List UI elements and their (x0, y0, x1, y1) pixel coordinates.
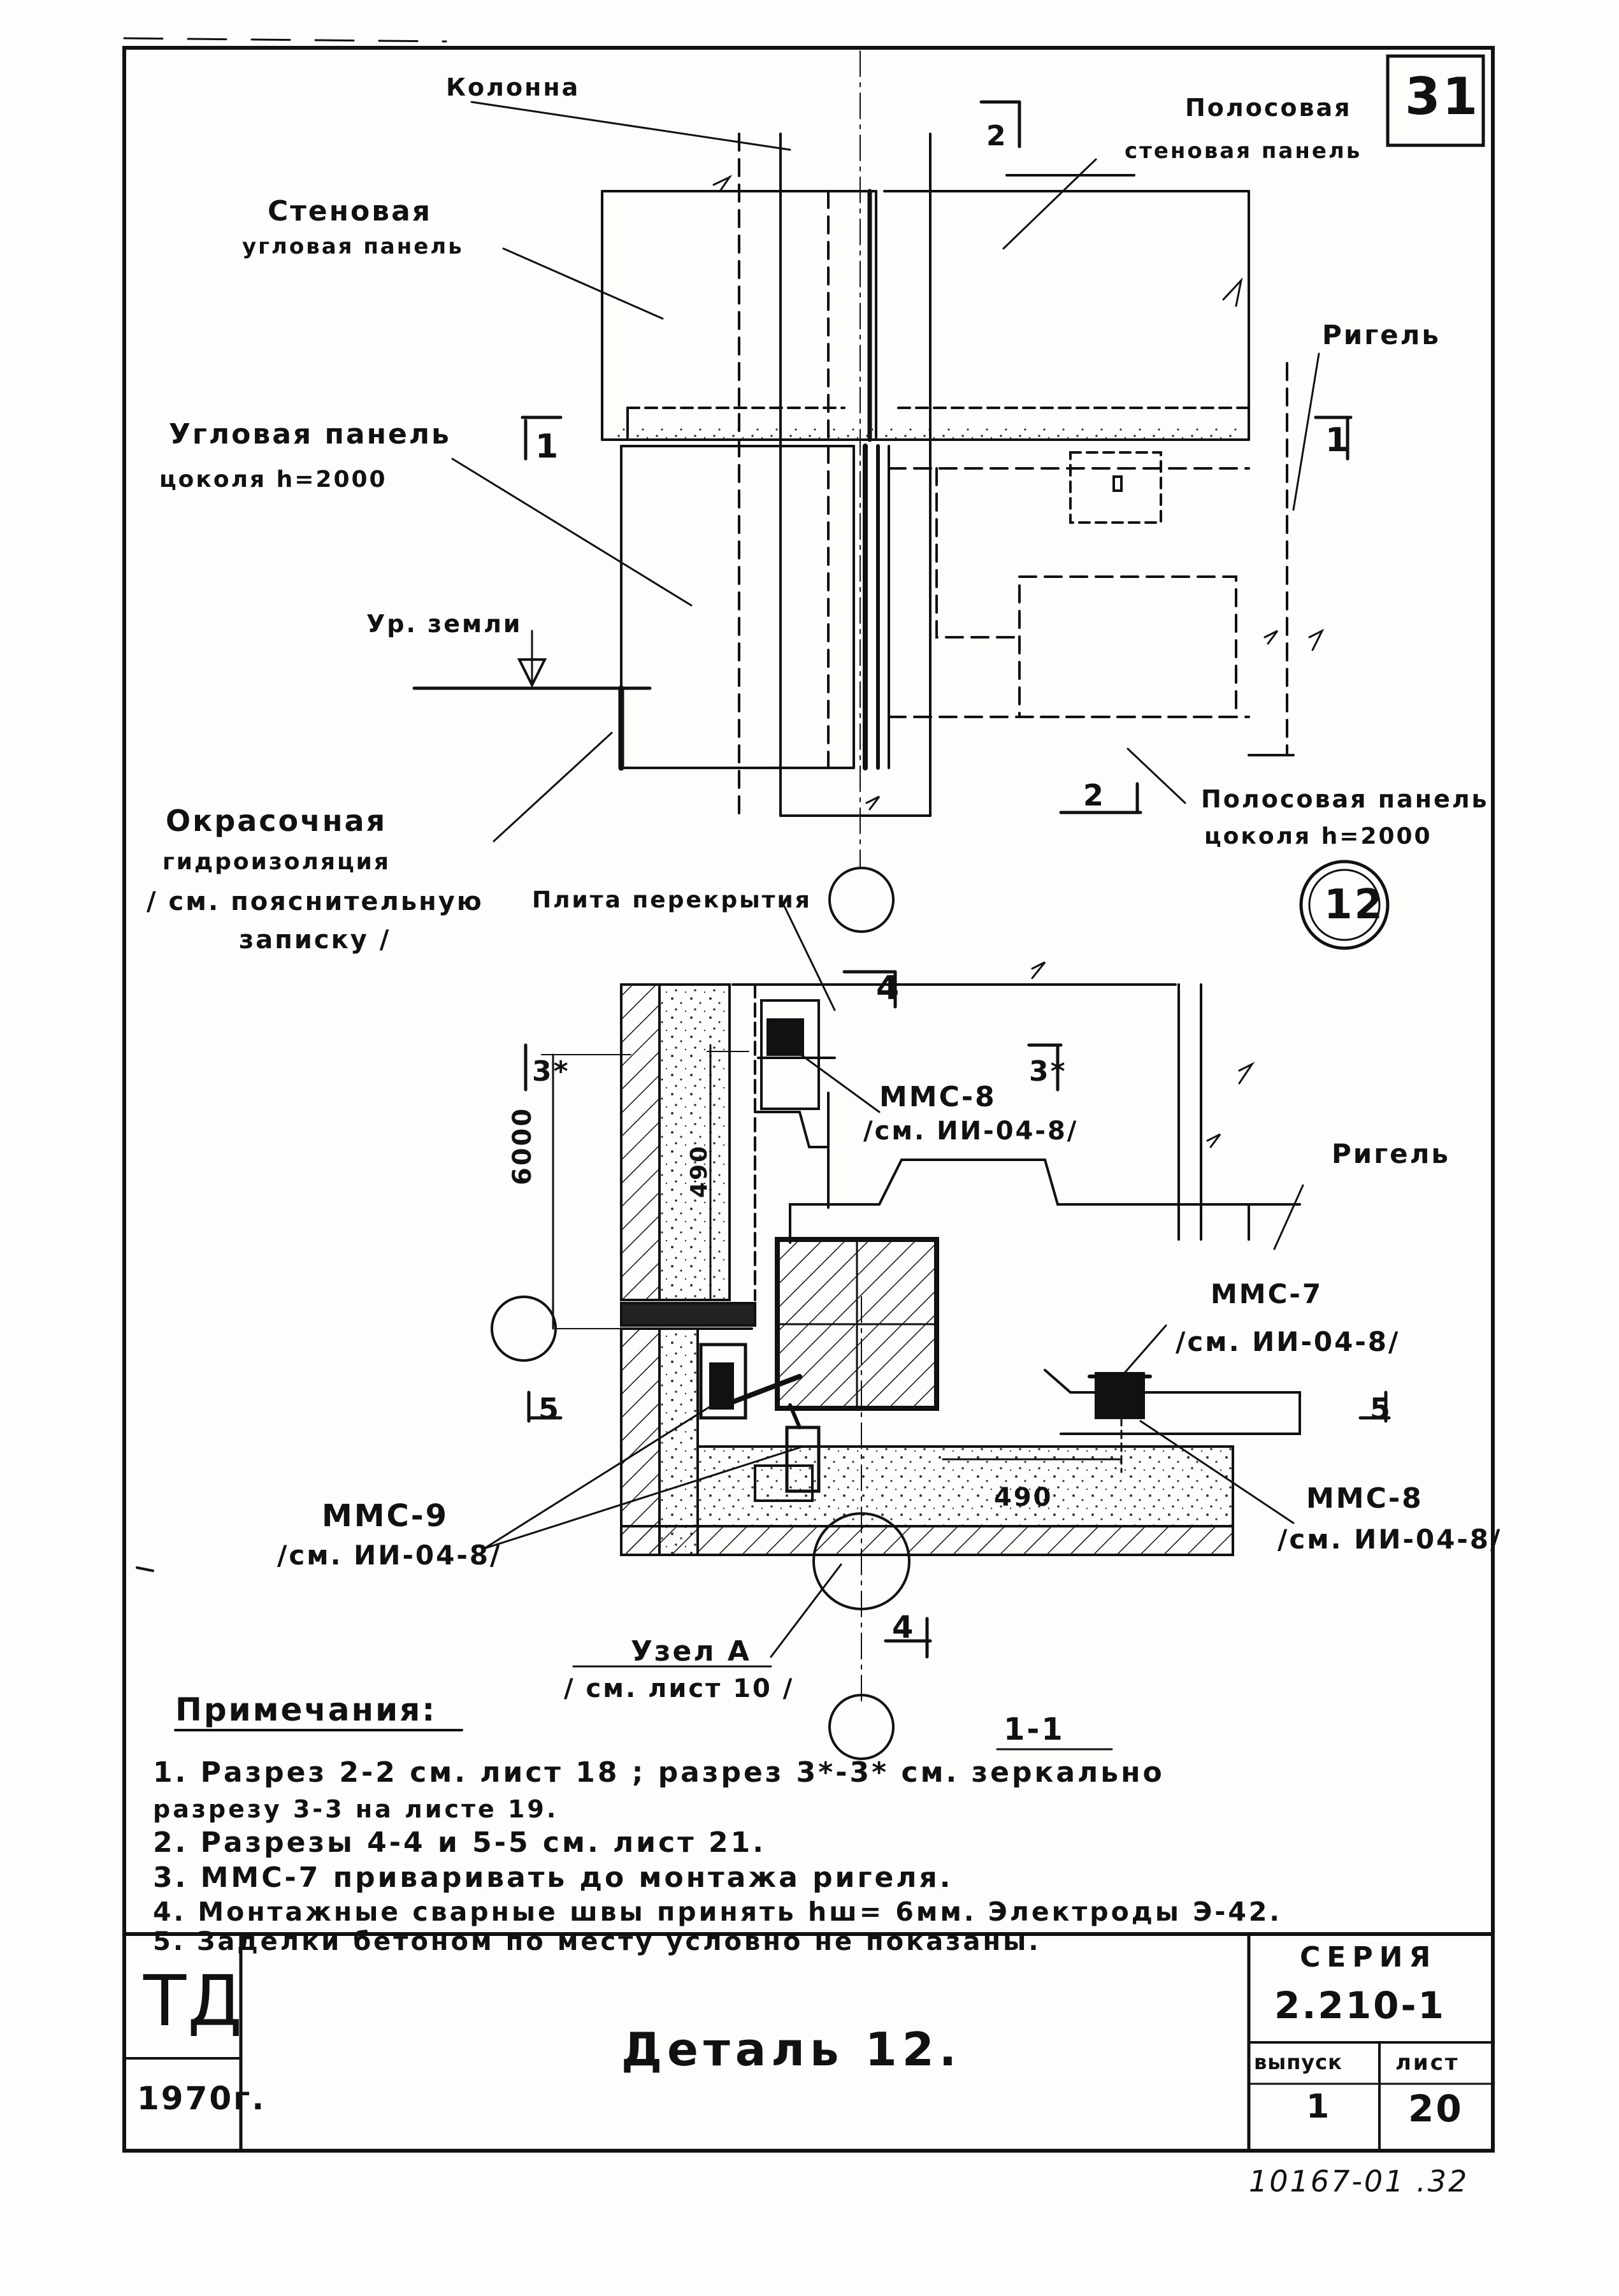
section-mark-2: 2 (1083, 778, 1106, 812)
label-mmc9-1: ММС-9 (322, 1498, 449, 1534)
note-1: 1. Разрез 2-2 см. лист 18 ; разрез 3*-3*… (153, 1756, 1165, 1789)
note-5: 5. Заделки бетоном по месту условно не п… (153, 1927, 1041, 1956)
notes-heading: Примечания: (175, 1691, 437, 1728)
org-code: ТД (143, 1960, 244, 2042)
label-corner-wall-panel-1: Стеновая (268, 195, 433, 227)
label-strip-wall-panel-1: Полосовая (1185, 94, 1352, 122)
label-corner-wall-panel-2: угловая панель (242, 234, 464, 259)
note-3: 3. ММС-7 приваривать до монтажа ригеля. (153, 1861, 953, 1894)
label-column: Колонна (446, 73, 580, 101)
dim-6000: 6000 (508, 1106, 537, 1185)
section-mark-1-left: 1 (535, 428, 561, 466)
label-crossbar-top: Ригель (1322, 319, 1441, 350)
section-mark-1-right: 1 (1325, 421, 1351, 459)
dim-490-horizontal: 490 (994, 1483, 1053, 1512)
year: 1970г. (137, 2080, 266, 2117)
note-4: 4. Монтажные сварные швы принять hш= 6мм… (153, 1896, 1282, 1927)
label-strip-plinth-1: Полосовая панель (1201, 785, 1489, 813)
section-mark-3s-left: 3* (532, 1055, 570, 1088)
issue-label: выпуск (1254, 2050, 1342, 2074)
label-ground-level: Ур. земли (366, 610, 522, 638)
series-value: 2.210-1 (1274, 1984, 1446, 2027)
label-crossbar: Ригель (1332, 1138, 1450, 1169)
note-1-cont: разрезу 3-3 на листе 19. (153, 1795, 559, 1823)
label-waterproofing-1: Окрасочная (166, 804, 387, 838)
section-mark-5-left: 5 (538, 1392, 561, 1426)
plan-detail (412, 50, 1390, 950)
label-node-a-1: Узел А (631, 1635, 751, 1668)
label-mmc8-right-2: /см. ИИ-04-8/ (1277, 1524, 1502, 1555)
label-waterproofing-2: гидроизоляция (162, 849, 391, 875)
label-strip-wall-panel-2: стеновая панель (1125, 138, 1362, 164)
section-mark-5-right: 5 (1370, 1392, 1393, 1426)
label-mmc7-1: ММС-7 (1211, 1278, 1323, 1310)
section-detail (174, 904, 1391, 1760)
label-mmc8-right-1: ММС-8 (1306, 1482, 1423, 1515)
footer-code: 10167-01 .32 (1249, 2164, 1469, 2199)
series-label: СЕРИЯ (1300, 1941, 1437, 1974)
sheet-number: 31 (1405, 67, 1480, 126)
dim-2: 2 (986, 120, 1008, 152)
sheet-value: 20 (1408, 2087, 1464, 2130)
label-corner-plinth-1: Угловая панель (169, 418, 451, 451)
issue-value: 1 (1306, 2088, 1332, 2126)
label-mmc8-top-2: /см. ИИ-04-8/ (863, 1116, 1079, 1146)
dim-490-vertical: 490 (686, 1144, 712, 1198)
section-mark-4-bottom: 4 (892, 1610, 916, 1645)
label-waterproofing-4: записку / (239, 925, 391, 955)
note-2: 2. Разрезы 4-4 и 5-5 см. лист 21. (153, 1826, 766, 1859)
label-node-a-2: / см. лист 10 / (564, 1674, 795, 1703)
label-waterproofing-3: / см. пояснительную (147, 887, 484, 916)
label-floor-slab: Плита перекрытия (532, 887, 812, 913)
drawing-title: Деталь 12. (621, 2023, 962, 2076)
label-mmc9-2: /см. ИИ-04-8/ (277, 1540, 502, 1571)
sheet-label: лист (1395, 2050, 1460, 2076)
label-mmc7-2: /см. ИИ-04-8/ (1176, 1326, 1400, 1357)
label-mmc8-top-1: ММС-8 (879, 1081, 997, 1113)
section-caption: 1-1 (1004, 1712, 1065, 1747)
section-mark-3s-right: 3* (1029, 1055, 1067, 1088)
detail-12-bubble: 12 (1324, 881, 1385, 928)
sheet-frame (122, 46, 1495, 2153)
section-mark-4-top: 4 (876, 969, 902, 1007)
label-strip-plinth-2: цоколя h=2000 (1204, 823, 1432, 849)
label-corner-plinth-2: цоколя h=2000 (159, 466, 387, 493)
